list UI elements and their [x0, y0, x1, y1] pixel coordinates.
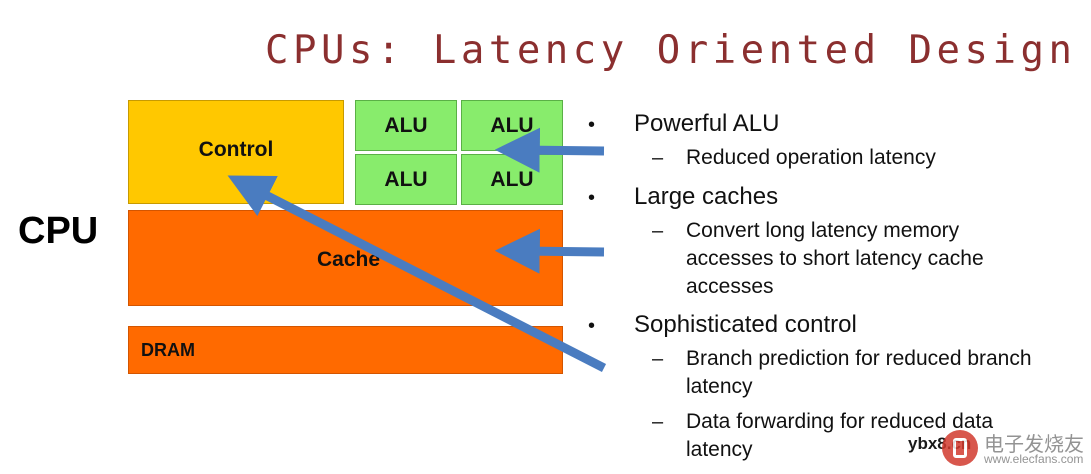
bullet-dot: • — [588, 187, 596, 209]
arrow-to-alu — [494, 127, 605, 173]
cache-block: Cache — [128, 210, 563, 306]
watermark-logo-icon — [942, 430, 978, 466]
watermark-url: www.elecfans.com — [984, 452, 1084, 466]
sub-data-forwarding: Data forwarding for reduced data latency — [686, 410, 994, 461]
sub-dash: – — [652, 411, 664, 433]
dram-label: DRAM — [141, 339, 195, 360]
bullet-dot: • — [588, 315, 596, 337]
arrow-to-cache — [494, 228, 605, 274]
alu-label: ALU — [384, 113, 428, 137]
dram-block: DRAM — [128, 326, 563, 374]
control-label: Control — [198, 138, 274, 161]
bullet-large-caches: Large caches — [634, 183, 779, 210]
sub-dash: – — [652, 147, 664, 169]
arrow-to-control — [227, 175, 607, 373]
alu-label: ALU — [384, 167, 428, 191]
alu-block: ALU — [355, 154, 457, 205]
cpu-label: CPU — [18, 210, 99, 252]
alu-block: ALU — [355, 100, 457, 151]
sub-dash: – — [652, 348, 664, 370]
bullet-sophisticated-control: Sophisticated control — [634, 311, 857, 338]
sub-convert-long-latency: Convert long latency memory accesses to … — [686, 219, 984, 298]
bullet-powerful-alu: Powerful ALU — [634, 110, 780, 137]
sub-reduced-operation-latency: Reduced operation latency — [686, 146, 936, 169]
sub-branch-prediction: Branch prediction for reduced branch lat… — [686, 347, 1032, 398]
watermark-cn-text: 电子发烧友 — [984, 434, 1084, 456]
alu-label: ALU — [490, 167, 534, 191]
bullet-dot: • — [588, 114, 596, 136]
sub-dash: – — [652, 220, 664, 242]
cache-label: Cache — [316, 248, 381, 271]
slide-title: CPUs: Latency Oriented Design — [265, 28, 1077, 73]
